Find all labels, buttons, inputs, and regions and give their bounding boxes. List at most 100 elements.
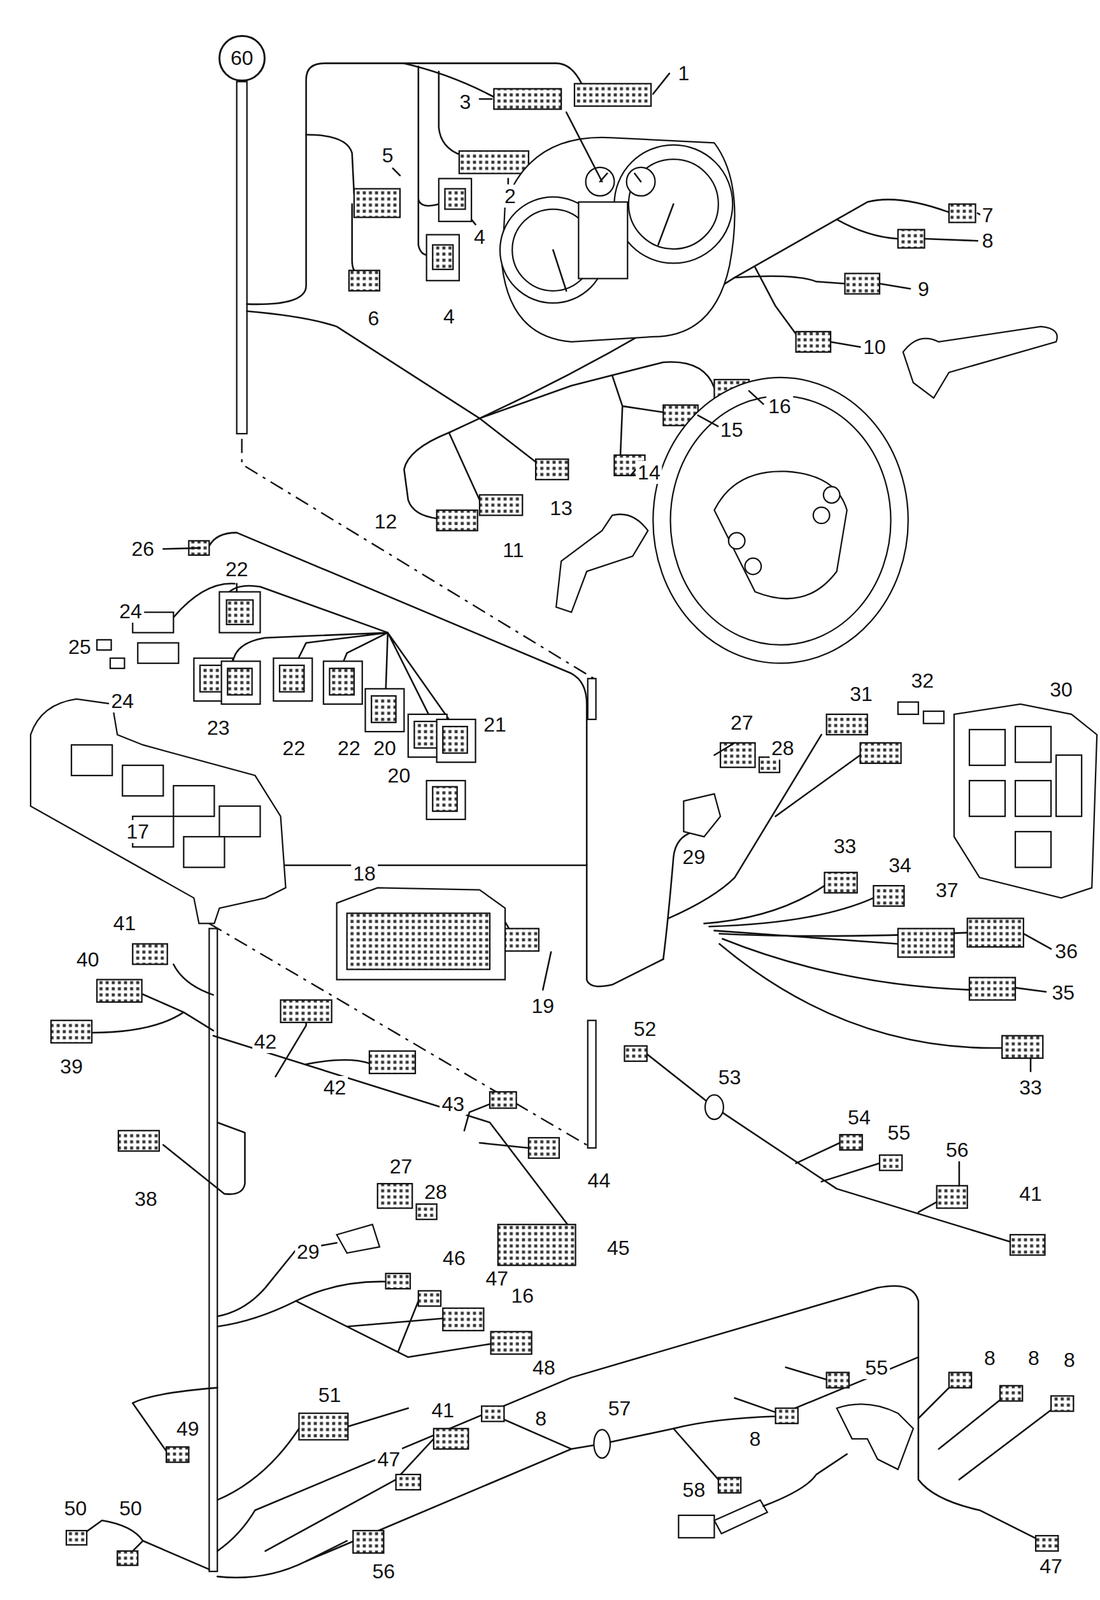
instrument-cluster	[552, 173, 674, 291]
callout-number: 58	[680, 1478, 708, 1502]
relay-carrier	[219, 806, 260, 837]
callout-number: 55	[885, 1121, 913, 1145]
callout-holder: 2	[502, 184, 518, 208]
switch-parts	[678, 1404, 913, 1539]
connector-plugs	[433, 1429, 469, 1450]
relay-carrier	[96, 640, 111, 651]
connector-plugs	[436, 510, 478, 531]
harness-wires	[673, 1368, 827, 1481]
connector-plugs	[593, 1429, 611, 1459]
callout-number: 41	[111, 912, 139, 936]
harness-wires	[208, 928, 218, 1572]
callout-holder: 32	[908, 669, 936, 693]
relay-carrier	[426, 780, 466, 820]
relay-bracket	[954, 704, 1097, 899]
callout-number: 21	[481, 713, 509, 737]
callout-holder: 56	[370, 1560, 398, 1584]
callout-number: 27	[728, 711, 756, 735]
callout-holder: 21	[481, 713, 509, 737]
steering-wheel	[652, 377, 909, 664]
harness-wires	[714, 931, 898, 945]
callout-holder: 52	[631, 1017, 659, 1041]
instrument-cluster	[501, 137, 735, 343]
relay-bracket	[969, 780, 1006, 817]
callout-number: 45	[605, 1236, 632, 1260]
callout-holder: 38	[132, 1187, 160, 1211]
connector-plugs	[574, 83, 651, 106]
callout-number: 19	[529, 994, 557, 1018]
connector-plugs	[839, 1135, 862, 1151]
callout-number: 22	[280, 736, 308, 760]
leader-lines	[163, 73, 1051, 1186]
callout-number: 6	[365, 307, 381, 330]
column-switches	[903, 326, 1058, 399]
callout-number: 23	[205, 716, 232, 740]
control-unit-plug	[336, 887, 506, 980]
callout-holder: 7	[980, 203, 996, 227]
connector-plugs	[132, 943, 167, 965]
callout-number: 3	[457, 90, 474, 114]
harness-wires	[668, 735, 860, 919]
steering-wheel	[823, 486, 841, 504]
connector-plugs	[438, 178, 472, 222]
callout-holder: 22	[335, 736, 363, 760]
callout-holder: 42	[252, 1030, 279, 1054]
connector-plugs	[796, 331, 831, 353]
harness-wires	[464, 1104, 529, 1149]
callout-holder: 25	[66, 635, 93, 659]
connector-plugs	[683, 794, 721, 837]
switch-parts	[678, 1515, 715, 1539]
callout-holder: 8	[747, 1428, 764, 1451]
callout-number: 20	[385, 764, 413, 788]
relay-carrier	[227, 668, 252, 696]
callout-holder: 22	[280, 736, 308, 760]
connector-plugs	[396, 1475, 421, 1491]
callout-holder: 48	[530, 1356, 558, 1380]
relay-bracket	[1015, 831, 1051, 868]
connector-plugs	[493, 88, 562, 109]
callout-holder: 55	[885, 1121, 913, 1145]
connector-plugs	[759, 757, 780, 773]
callout-number: 8	[1026, 1347, 1042, 1371]
connector-plugs	[826, 1373, 850, 1389]
connector-plugs	[385, 1273, 411, 1290]
connector-plugs	[898, 702, 919, 715]
callout-number: 18	[350, 862, 378, 886]
connector-plugs	[824, 872, 857, 893]
relay-bracket	[1056, 755, 1082, 817]
callout-number: 4	[471, 225, 488, 249]
callout-number: 40	[74, 948, 102, 972]
callout-holder: 1	[675, 61, 692, 85]
connector-plugs	[873, 885, 904, 907]
harness-wires	[208, 533, 664, 988]
harness-wires	[734, 276, 845, 285]
connector-plugs	[352, 1531, 384, 1554]
callout-holder: 31	[847, 682, 875, 706]
relay-carrier	[279, 665, 304, 693]
callout-number: 13	[547, 496, 575, 520]
callout-holder: 44	[585, 1169, 613, 1193]
callout-holder: 4	[441, 305, 457, 329]
harness-wires	[918, 1383, 1057, 1481]
relay-carrier	[30, 584, 476, 925]
harness-wires	[217, 1408, 409, 1501]
connector-plugs	[50, 1021, 92, 1044]
relay-carrier	[414, 721, 439, 749]
harness-wires	[213, 1036, 572, 1231]
callout-number: 12	[372, 510, 400, 534]
callout-number: 8	[982, 1347, 998, 1371]
callout-holder: 47	[375, 1448, 403, 1472]
connector-plugs	[280, 1000, 332, 1023]
callout-holder: 24	[117, 600, 144, 623]
connector-plugs	[426, 235, 460, 281]
connector-plugs	[967, 918, 1024, 948]
column-switches	[556, 326, 1058, 613]
connector-plugs	[624, 1046, 647, 1062]
callout-holder: 13	[547, 496, 575, 520]
relay-carrier	[365, 689, 405, 732]
switch-parts	[763, 1454, 847, 1508]
connector-plugs	[720, 743, 755, 768]
column-switches	[556, 514, 648, 613]
harness-wires	[708, 898, 874, 927]
callout-holder: 41	[429, 1399, 457, 1423]
